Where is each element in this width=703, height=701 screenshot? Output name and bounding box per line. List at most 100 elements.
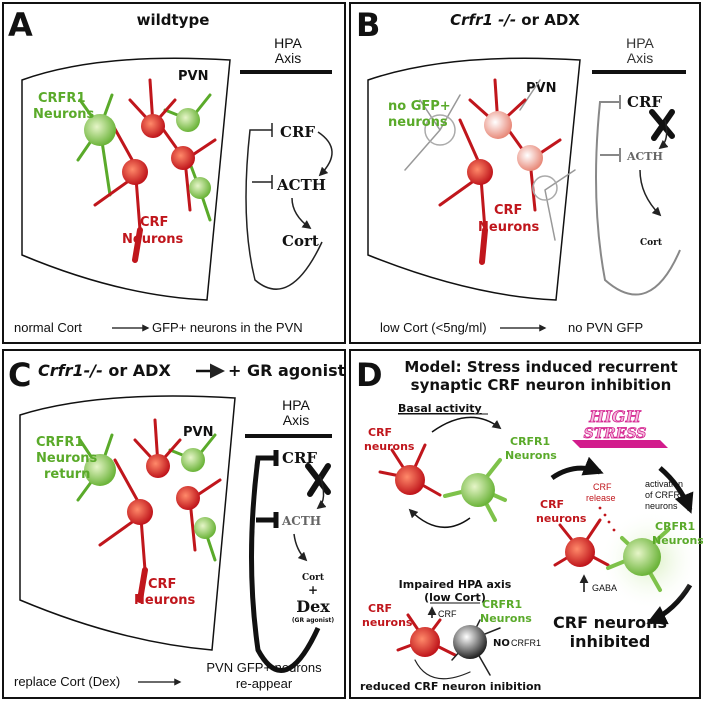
crf-neurons-3a: CRF <box>368 602 392 615</box>
feedback-loop <box>595 101 681 296</box>
no-gfp-label-1: no GFP+ <box>388 99 451 114</box>
stress-arrow-2 <box>658 466 694 514</box>
impaired-1: Impaired HPA axis <box>399 578 512 591</box>
panel-c-title-italic: Crfr1-/- <box>38 361 103 380</box>
panel-d: D Model: Stress induced recurrent synapt… <box>349 349 703 699</box>
pvn-label: PVN <box>183 425 213 440</box>
crf-neurons-2a: CRF <box>540 498 564 511</box>
caption-c-right-1: PVN GFP+ neurons <box>206 660 322 675</box>
panel-b-letter: B <box>356 6 380 44</box>
crf-neurons-3b: neurons <box>362 616 413 629</box>
crf-release-1: CRF <box>593 482 612 492</box>
crf-label-1: CRF <box>140 215 168 230</box>
acth-node: ACTH <box>281 514 321 528</box>
crf-node: CRF <box>282 449 317 467</box>
panel-b-title-italic: Crfr1 -/- <box>450 11 516 29</box>
panel-c-letter: C <box>8 356 31 394</box>
caption-a-right: GFP+ neurons in the PVN <box>152 320 303 335</box>
panel-a-letter: A <box>8 6 33 44</box>
stress-arrow-1 <box>550 456 604 481</box>
crfr1-neurons-1b: Neurons <box>505 449 557 462</box>
pvn-label: PVN <box>526 81 556 96</box>
hpa-label-1: HPA <box>274 35 302 51</box>
cort-node: Cort <box>282 232 319 250</box>
inhibited-2: inhibited <box>570 632 651 651</box>
crfr1-small-label: CRFR1 <box>511 638 541 648</box>
high-label: HIGH <box>588 407 641 426</box>
crf-node: CRF <box>280 123 315 141</box>
panel-a: A wildtype PVN CRFR1 Neurons CRF Neurons… <box>2 2 346 344</box>
basal-activity-label: Basal activity <box>398 402 482 415</box>
panel-c-title-end: + GR agonist <box>228 361 346 380</box>
activation-2: of CRFR1 <box>645 490 685 500</box>
neuron-cluster <box>76 78 217 263</box>
activation-1: activation <box>645 479 683 489</box>
caption-a-left: normal Cort <box>14 320 82 335</box>
hpa-label-1: HPA <box>282 397 310 413</box>
crf-label-2: Neurons <box>134 593 196 608</box>
feedback-loop <box>245 129 323 290</box>
panel-c: C Crfr1-/- or ADX + GR agonist PVN CRFR1… <box>2 349 346 699</box>
crf-release-2: release <box>586 493 616 503</box>
feedback-loop <box>249 455 321 673</box>
reduced-label: reduced CRF neuron inibition <box>360 680 541 693</box>
crf-label-1: CRF <box>494 203 522 218</box>
panel-b-title: Crfr1 -/- or ADX <box>450 11 580 29</box>
stress-label: STRESS <box>584 426 647 442</box>
crf-neurons-1b: neurons <box>364 440 415 453</box>
panel-c-title: Crfr1-/- or ADX <box>38 361 171 380</box>
cort-node: Cort <box>302 573 325 583</box>
gaba-label: GABA <box>592 583 617 593</box>
neuron-cluster <box>404 78 576 265</box>
panel-a-title: wildtype <box>137 11 210 29</box>
crfr1-neurons-3b: Neurons <box>480 612 532 625</box>
hpa-label-2: Axis <box>627 50 653 66</box>
dex-node: Dex <box>296 597 330 616</box>
crf-neurons-1a: CRF <box>368 426 392 439</box>
plus-sign: + <box>308 583 318 597</box>
crfr1-label-2: Neurons <box>33 107 95 122</box>
panel-d-letter: D <box>356 356 383 394</box>
crfr1-neurons-2a: CRFR1 <box>655 520 695 533</box>
caption-c-left: replace Cort (Dex) <box>14 674 120 689</box>
panel-d-title-1: Model: Stress induced recurrent <box>404 358 677 376</box>
crf-label-2: Neurons <box>478 220 540 235</box>
blocked-x <box>649 109 675 141</box>
impaired-2: (low Cort) <box>424 591 486 604</box>
crf-small-label: CRF <box>438 609 457 619</box>
crf-node: CRF <box>627 93 662 111</box>
crfr1-label-2: Neurons <box>36 451 98 466</box>
hpa-label-2: Axis <box>275 50 301 66</box>
no-label: NO <box>493 638 510 649</box>
crfr1-neurons-3a: CRFR1 <box>482 598 522 611</box>
pvn-outline <box>21 57 231 301</box>
basal-arrow-bottom <box>408 508 471 529</box>
gr-agonist-note: (GR agonist) <box>292 617 335 624</box>
caption-b-left: low Cort (<5ng/ml) <box>380 320 487 335</box>
panel-d-title-2: synaptic CRF neuron inhibition <box>411 376 672 394</box>
crf-label-2: Neurons <box>122 232 184 247</box>
pvn-label: PVN <box>178 69 208 84</box>
pvn-outline <box>19 395 236 651</box>
crfr1-label-1: CRFR1 <box>36 435 84 450</box>
crfr1-neurons-1a: CRFR1 <box>510 435 550 448</box>
crf-neurons-2b: neurons <box>536 512 587 525</box>
basal-arrow-top <box>431 416 502 433</box>
panel-c-title-mid: or ADX <box>103 361 172 380</box>
crfr1-label-1: CRFR1 <box>38 91 86 106</box>
crfr1-neurons-2b: Neurons <box>652 534 703 547</box>
activation-3: neurons <box>645 501 678 511</box>
acth-node: ACTH <box>626 150 663 163</box>
pvn-outline <box>367 57 581 301</box>
caption-c-right-2: re-appear <box>236 676 293 691</box>
hpa-label-2: Axis <box>283 412 309 428</box>
panel-b-title-rest: or ADX <box>516 11 580 29</box>
caption-b-right: no PVN GFP <box>568 320 643 335</box>
inhibited-1: CRF neurons <box>553 613 667 632</box>
cort-node: Cort <box>640 238 663 248</box>
stress-platform <box>572 440 668 448</box>
panel-b: B Crfr1 -/- or ADX PVN no GFP+ neurons C… <box>349 2 701 344</box>
blocked-x <box>305 463 331 497</box>
hpa-label-1: HPA <box>626 35 654 51</box>
acth-node: ACTH <box>276 176 326 194</box>
